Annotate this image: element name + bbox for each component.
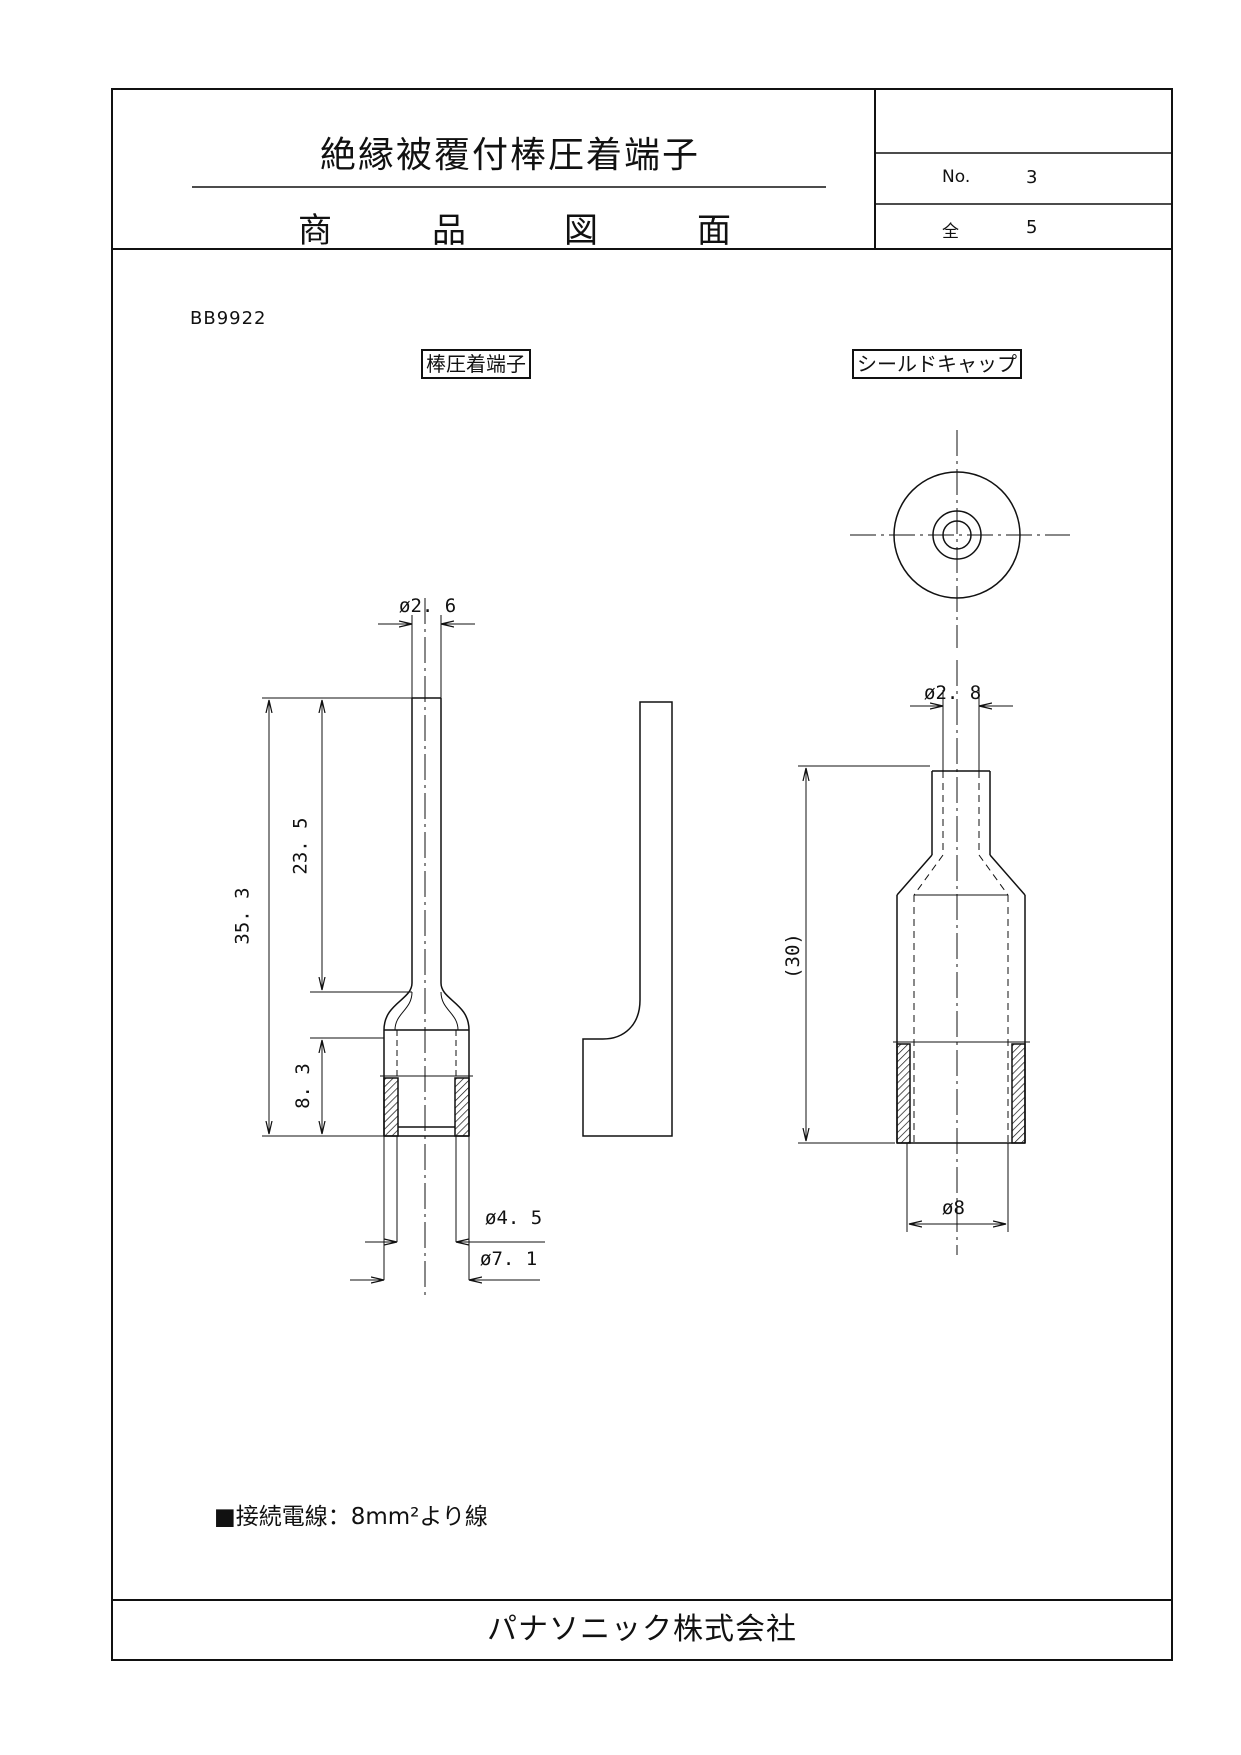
subtitle-char-2: 品 xyxy=(432,211,466,251)
sheet-no-value: 3 xyxy=(1026,167,1038,188)
dim-tip-diameter: ø2. 6 xyxy=(399,595,457,617)
document-title: 絶縁被覆付棒圧着端子 xyxy=(319,135,700,176)
cap-side-view xyxy=(798,660,1030,1255)
model-number: BB9922 xyxy=(190,308,267,329)
terminal-front-view xyxy=(262,598,545,1298)
subtitle-char-1: 商 xyxy=(298,211,332,251)
subtitle-char-3: 図 xyxy=(564,211,598,251)
dim-barrel-length: 8. 3 xyxy=(291,1063,314,1109)
dim-cap-diameter: ø8 xyxy=(942,1197,965,1219)
dim-cap-tip-diameter: ø2. 8 xyxy=(924,682,982,704)
cap-end-view xyxy=(850,430,1070,648)
terminal-view-label: 棒圧着端子 xyxy=(421,349,531,379)
sheet-total-value: 5 xyxy=(1026,217,1038,238)
cap-view-label: シールドキャップ xyxy=(852,349,1022,379)
dim-cap-length: (30) xyxy=(781,933,804,979)
title-block-frame xyxy=(111,88,1173,1661)
sheet-total-label: 全 xyxy=(942,222,959,242)
company-name: パナソニック株式会社 xyxy=(487,1612,797,1647)
terminal-side-view xyxy=(582,701,673,1137)
dim-pin-length: 23. 5 xyxy=(289,817,312,875)
dim-outer-diameter: ø7. 1 xyxy=(480,1248,538,1270)
dim-total-length: 35. 3 xyxy=(231,887,254,945)
dim-inner-diameter: ø4. 5 xyxy=(485,1207,543,1229)
subtitle-char-4: 面 xyxy=(697,211,731,251)
sheet-no-label: No. xyxy=(942,167,971,187)
wire-note: ■接続電線：8mm²より線 xyxy=(214,1504,488,1530)
